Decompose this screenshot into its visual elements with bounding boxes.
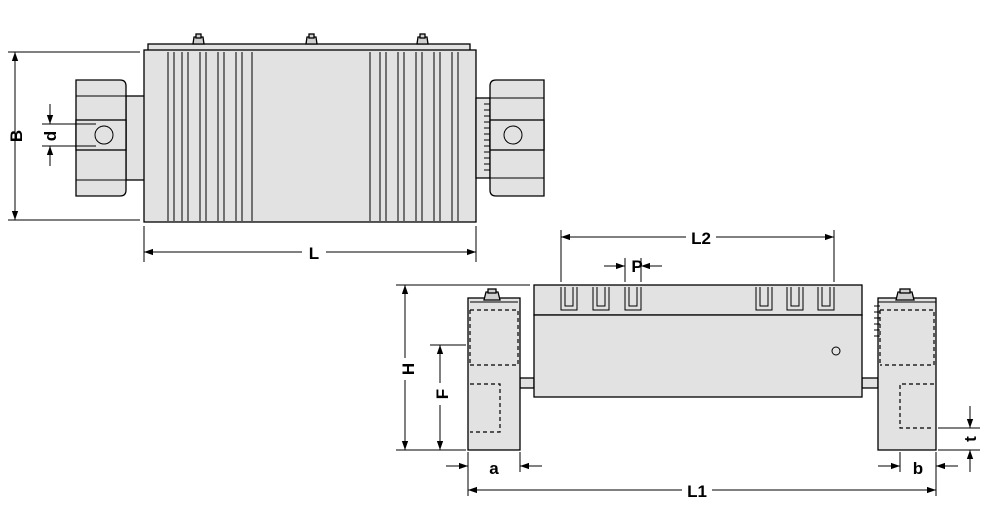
dimension-H: H xyxy=(396,284,530,451)
side-view: L2 P H F xyxy=(396,227,980,501)
label-P: P xyxy=(631,257,642,276)
label-B: B xyxy=(7,130,26,142)
label-d: d xyxy=(41,131,60,141)
scale-ticks xyxy=(484,103,490,171)
right-end-block xyxy=(475,79,545,197)
slots xyxy=(560,287,835,311)
right-rod xyxy=(861,377,879,389)
main-body-top xyxy=(143,33,477,223)
label-L: L xyxy=(309,244,319,263)
label-L2: L2 xyxy=(691,229,711,248)
fins-right xyxy=(369,52,459,221)
left-end-block-side xyxy=(467,288,521,451)
dimension-d: d xyxy=(41,104,96,166)
dimension-t: t xyxy=(938,406,980,472)
side-scale xyxy=(874,305,880,337)
dimension-a: a xyxy=(446,452,542,496)
top-view: B d L xyxy=(7,33,545,263)
left-rod xyxy=(519,377,535,389)
label-H: H xyxy=(399,363,418,375)
label-a: a xyxy=(489,459,499,478)
dimension-F: F xyxy=(430,344,466,450)
main-body-side xyxy=(533,284,863,398)
fins-left xyxy=(167,52,253,221)
label-L1: L1 xyxy=(687,482,707,501)
dimension-L: L xyxy=(143,226,477,263)
left-end-block xyxy=(75,79,147,197)
dimension-L2: L2 xyxy=(560,227,835,282)
right-end-block-side xyxy=(874,288,937,451)
dimension-b: b xyxy=(878,452,958,496)
dimension-P: P xyxy=(604,257,662,282)
dimension-B: B xyxy=(7,51,140,221)
label-b: b xyxy=(913,459,923,478)
dimension-L1: L1 xyxy=(468,480,936,501)
knobs-top xyxy=(192,33,429,45)
label-F: F xyxy=(433,389,452,399)
label-t: t xyxy=(961,436,980,442)
